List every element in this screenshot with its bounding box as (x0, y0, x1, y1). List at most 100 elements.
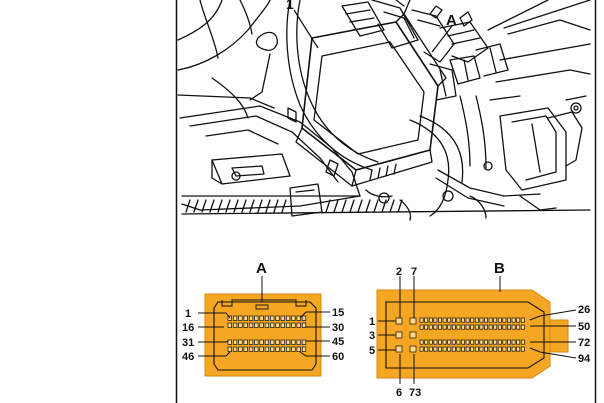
callout-a-leader (431, 25, 453, 53)
connector-b-pin-cavity (461, 346, 465, 352)
connector-b-pin-cavity (497, 324, 502, 330)
connector-a-pin-cavity (259, 322, 264, 328)
connector-b-pin-cavity (424, 346, 429, 352)
connector-a-pin-cavity (275, 315, 280, 321)
connector-a-pin-cavity (291, 339, 296, 345)
connector-b-pin-cavity (428, 346, 433, 352)
connector-b-pin-cavity (447, 324, 452, 330)
connector-b-pin-cavity (484, 324, 488, 330)
connector-b-pin-cavity (465, 317, 470, 323)
connector-a-pin-45: 45 (332, 336, 344, 348)
connector-a-pin-cavity (301, 322, 307, 328)
callout-a-label: A (446, 12, 457, 29)
connector-b-pin-cavity (507, 317, 511, 323)
connector-b-pin-cavity (520, 339, 525, 345)
connector-a-pin-cavity (301, 346, 307, 352)
connector-b-pin-cavity (433, 317, 438, 323)
connector-a-pin-cavity (291, 346, 296, 352)
connector-b-pin-cavity (438, 317, 442, 323)
connector-a-pin-grid (227, 315, 307, 352)
connector-a-pin-cavity (227, 339, 232, 345)
connector-b-pin-cavity (447, 317, 452, 323)
connector-a-pin-cavity (270, 322, 275, 328)
connector-a-pin-cavity (232, 315, 238, 321)
engine-bay-illustration (177, 0, 591, 221)
connector-b-pin-cavity (488, 317, 493, 323)
connector-a-pin-30: 30 (332, 322, 344, 334)
connector-b-pin-cavity (451, 346, 456, 352)
connector-a-pin-cavity (285, 322, 291, 328)
connector-b-pin-cavity (428, 324, 433, 330)
connector-b-pin-cavity (428, 339, 433, 345)
connector-b-pin-cavity (511, 346, 516, 352)
connector-b-pin-cavity (438, 339, 442, 345)
connector-a-pin-cavity (227, 315, 232, 321)
connector-b-large-pin-cavity (409, 331, 417, 339)
connector-a-pin-cavity (301, 315, 307, 321)
connector-a-pin-1: 1 (185, 308, 191, 320)
connector-b-pin-cavity (488, 346, 493, 352)
connector-b-pin-cavity (442, 339, 447, 345)
callout-1-label: 1 (286, 0, 294, 12)
connector-a-pin-cavity (301, 339, 307, 345)
connector-b-pin-cavity (428, 317, 433, 323)
connector-b-pin-cavity (516, 317, 521, 323)
connector-b-pin-5: 5 (369, 345, 375, 357)
connector-b-pin-cavity (479, 324, 484, 330)
connector-b-pin-cavity (511, 324, 516, 330)
connector-b-pin-cavity (433, 346, 438, 352)
connector-a-pin-cavity (285, 315, 291, 321)
connector-b-pin-cavity (433, 339, 438, 345)
connector-b-pin-cavity (424, 324, 429, 330)
connector-a-pin-cavity (291, 315, 296, 321)
connector-b-pin-cavity (507, 339, 511, 345)
connector-b-pin-cavity (456, 317, 461, 323)
connector-a-pin-cavity (238, 315, 243, 321)
connector-b-pin-94: 94 (578, 353, 591, 365)
connector-b-pin-cavity (502, 346, 507, 352)
connector-a-pin-cavity (270, 315, 275, 321)
connector-a-pin-cavity (259, 339, 264, 345)
connector-b-pin-cavity (488, 339, 493, 345)
connector-b-pin-cavity (484, 317, 488, 323)
connector-b-pin-cavity (493, 317, 498, 323)
connector-b-pin-cavity (451, 339, 456, 345)
connector-b-pin-cavity (456, 324, 461, 330)
connector-b-pin-cavity (419, 317, 424, 323)
connector-b-pin-cavity (442, 324, 447, 330)
connector-b (376, 289, 569, 379)
connector-b-pin-cavity (433, 324, 438, 330)
connector-a-pin-cavity (275, 339, 280, 345)
connector-b-pin-72: 72 (578, 337, 590, 349)
connector-b-pin-cavity (474, 324, 479, 330)
connector-b-title: B (494, 260, 505, 277)
connector-a-pin-46: 46 (182, 351, 194, 363)
connector-a-pin-cavity (227, 346, 232, 352)
connector-a-pin-cavity (270, 346, 275, 352)
connector-a-pin-cavity (248, 339, 254, 345)
connector-a-pin-cavity (285, 346, 291, 352)
connector-b-pin-cavity (470, 339, 475, 345)
connector-b-pin-cavity (520, 324, 525, 330)
connector-b-pin-cavity (516, 324, 521, 330)
connector-b-large-pin-cavity (395, 331, 403, 339)
connector-b-pin-cavity (465, 324, 470, 330)
connector-a-pin-cavity (291, 322, 296, 328)
connector-b-pin-cavity (461, 339, 465, 345)
connector-b-pin-cavity (470, 317, 475, 323)
connector-b-body (376, 289, 551, 379)
connector-b-pin-cavity (442, 317, 447, 323)
connector-b-pin-cavity (497, 339, 502, 345)
connector-a-pin-cavity (243, 346, 248, 352)
connector-b-pin-cavity (493, 346, 498, 352)
connector-b-pin-cavity (502, 317, 507, 323)
connector-b-pin-cavity (502, 324, 507, 330)
connector-b-pin-cavity (520, 317, 525, 323)
connector-b-pin-73: 73 (409, 387, 421, 399)
connector-b-pin-cavity (419, 324, 424, 330)
connector-b-pin-cavity (474, 339, 479, 345)
connector-b-pin-cavity (479, 317, 484, 323)
connector-a (204, 293, 322, 377)
connector-b-pin-cavity (424, 339, 429, 345)
